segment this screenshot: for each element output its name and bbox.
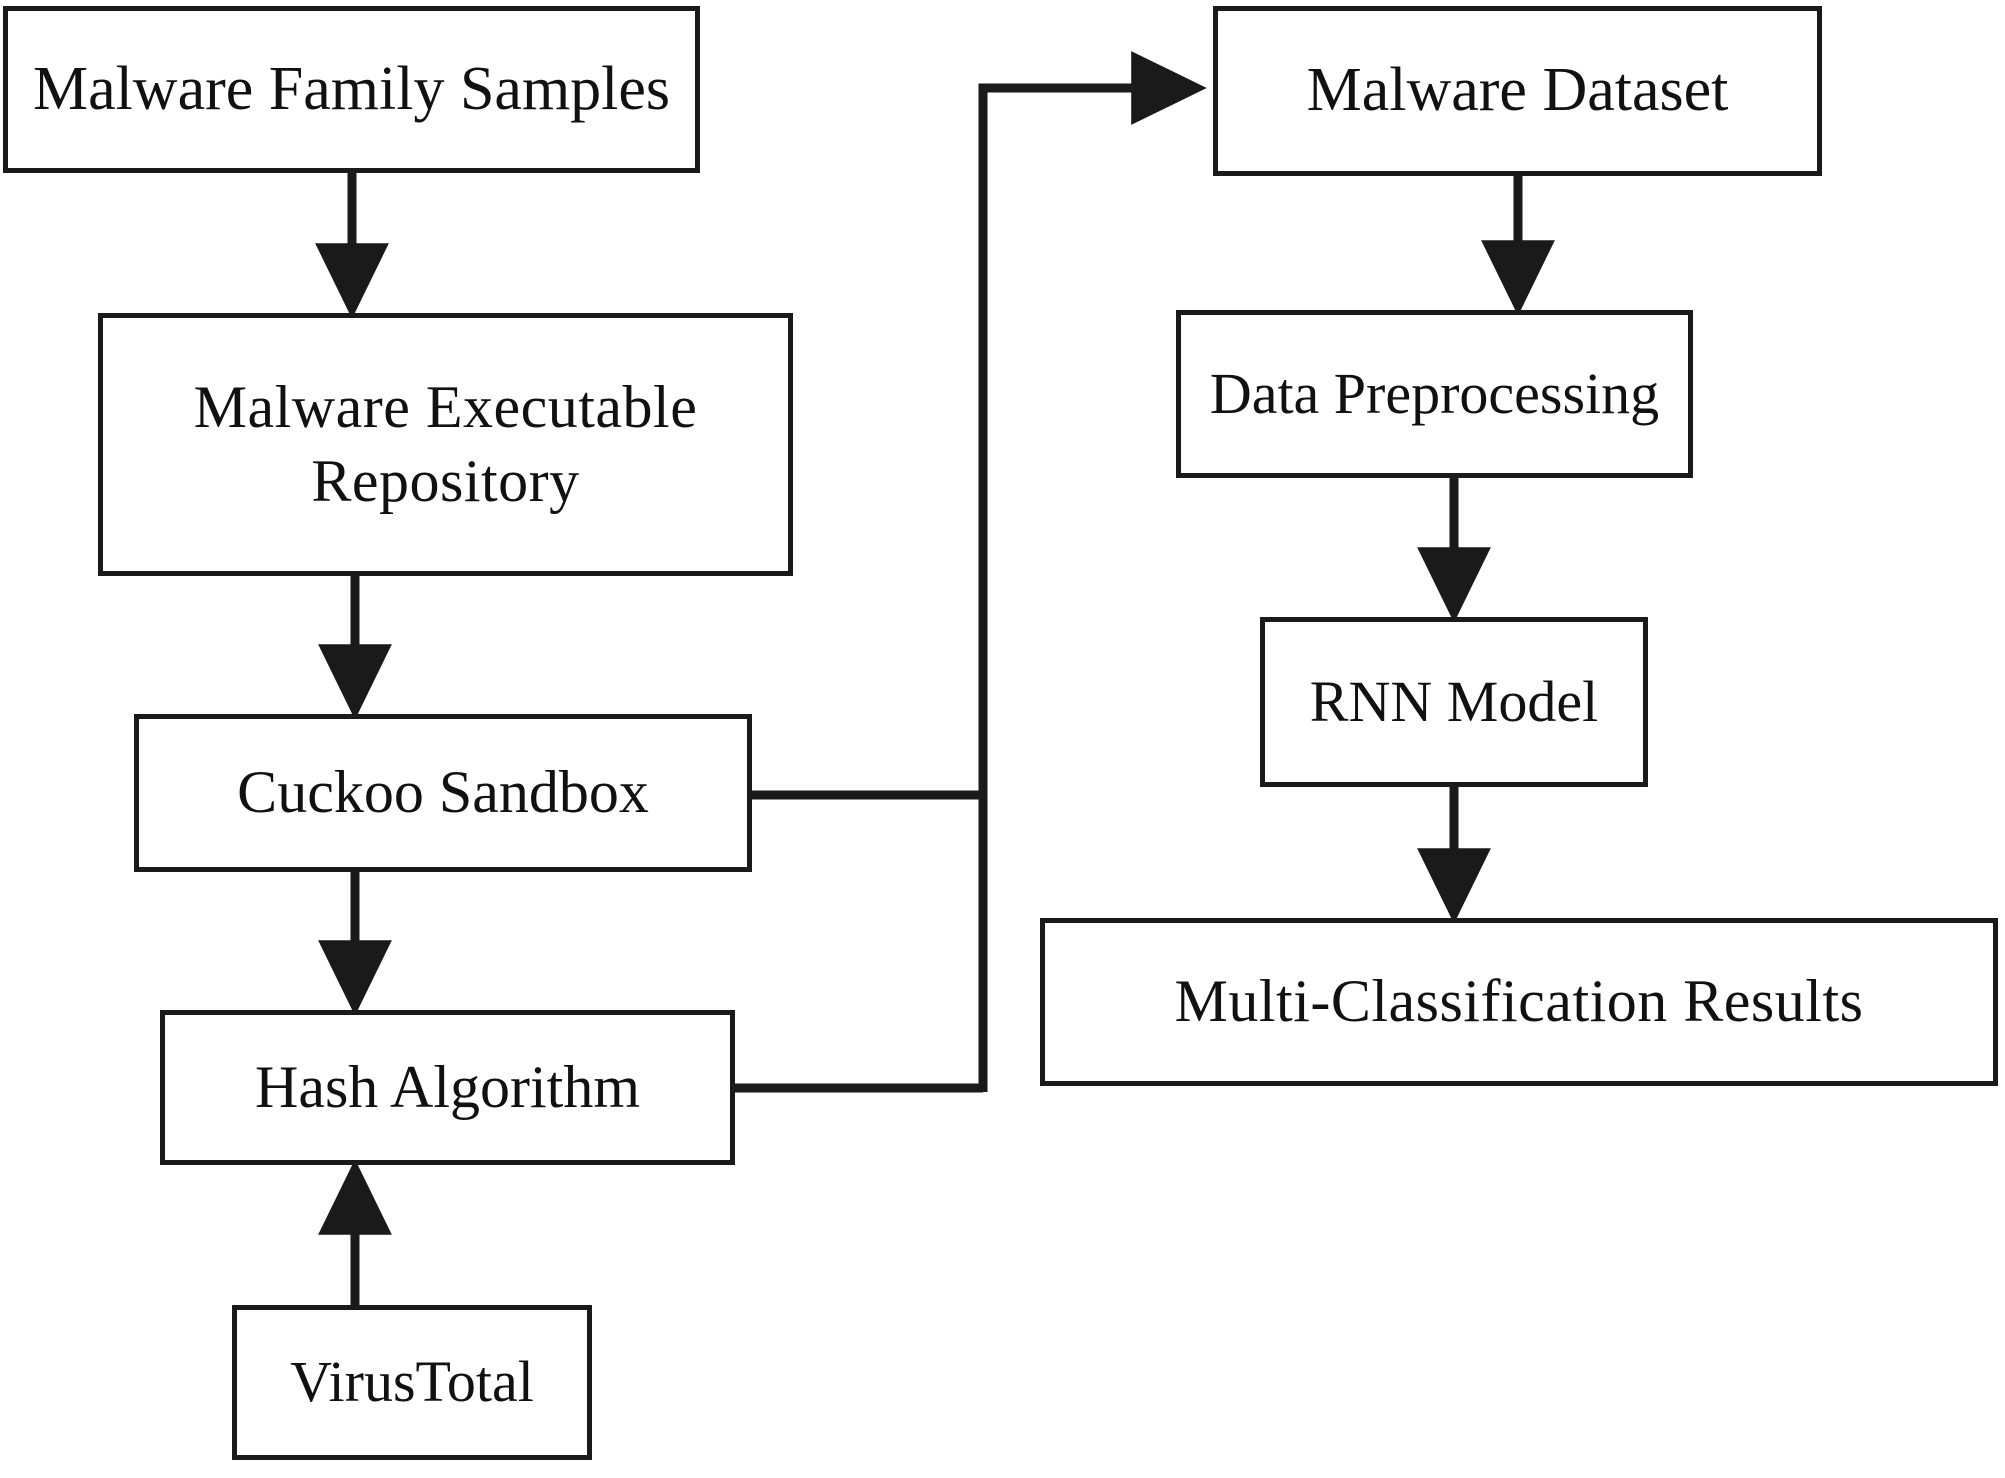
node-malware-executable-repository[interactable]: Malware Executable Repository — [98, 313, 793, 576]
node-label: Cuckoo Sandbox — [237, 759, 649, 826]
node-label: Data Preprocessing — [1209, 360, 1660, 426]
node-label: Hash Algorithm — [255, 1053, 640, 1120]
node-cuckoo-sandbox[interactable]: Cuckoo Sandbox — [134, 714, 752, 872]
node-virustotal[interactable]: VirusTotal — [232, 1305, 592, 1460]
node-malware-family-samples[interactable]: Malware Family Samples — [3, 6, 700, 173]
node-data-preprocessing[interactable]: Data Preprocessing — [1176, 310, 1693, 478]
node-multi-classification-results[interactable]: Multi-Classification Results — [1040, 918, 1998, 1086]
node-label: Malware Executable Repository — [193, 374, 698, 514]
node-label: Multi-Classification Results — [1174, 968, 1864, 1035]
node-label: RNN Model — [1309, 668, 1599, 734]
node-label: Malware Dataset — [1306, 56, 1729, 125]
edge-riser-to-dataset — [978, 51, 1207, 1092]
node-hash-algorithm[interactable]: Hash Algorithm — [160, 1010, 735, 1165]
node-label: VirusTotal — [290, 1349, 534, 1415]
node-malware-dataset[interactable]: Malware Dataset — [1213, 6, 1822, 176]
node-rnn-model[interactable]: RNN Model — [1260, 617, 1648, 787]
node-label: Malware Family Samples — [32, 54, 671, 123]
